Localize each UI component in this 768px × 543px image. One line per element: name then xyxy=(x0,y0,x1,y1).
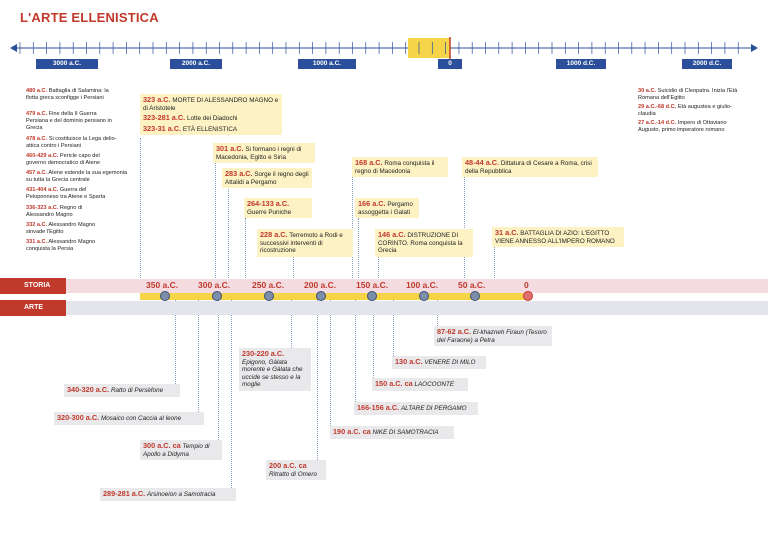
connector xyxy=(291,300,292,350)
event-27bc: 27 a.C.-14 d.C. Impero di Ottaviano Augu… xyxy=(638,120,727,133)
art-box-pergamo: 166-156 a.C. ALTARE DI PERGAMO xyxy=(354,402,478,415)
art-box-persefone: 340-320 a.C. Ratto di Persèfone xyxy=(64,384,180,397)
tick-50: 50 a.C. xyxy=(458,280,486,290)
event-478: 478 a.C. Si costituisce la Lega delio-at… xyxy=(26,136,117,149)
connector xyxy=(317,300,318,462)
history-box-323: 323 a.C. MORTE DI ALESSANDRO MAGNO e di … xyxy=(140,94,282,136)
page-title: L'ARTE ELLENISTICA xyxy=(20,10,159,25)
art-box-laocoonte: 150 a.C. ca LAOCOONTE xyxy=(372,378,468,391)
connector xyxy=(218,300,219,444)
timeline-dot xyxy=(212,291,222,301)
connector xyxy=(228,184,229,288)
connector xyxy=(215,160,216,288)
art-box-arsinoeion: 289-281 a.C. Arsinoeion a Samotracia xyxy=(100,488,236,501)
connector xyxy=(393,300,394,360)
history-box-301: 301 a.C. Si formano i regni di Macedonia… xyxy=(213,143,315,164)
highlight-period xyxy=(408,38,450,58)
connector xyxy=(373,300,374,380)
tick-200: 200 a.C. xyxy=(304,280,337,290)
connector xyxy=(330,300,331,430)
event-332: 332 a.C. Alessandro Magno sinvade l'Egit… xyxy=(26,222,96,235)
ruler-label-3000bc: 3000 a.C. xyxy=(36,59,98,69)
art-box-mosaico: 320-300 a.C. Mosaico con Caccia al leone xyxy=(54,412,204,425)
timeline-dot xyxy=(264,291,274,301)
timeline-dot xyxy=(160,291,170,301)
connector xyxy=(494,246,495,288)
connector xyxy=(231,300,232,490)
event-30bc: 30 a.C. Suicidio di Cleopatra. Inizia l'… xyxy=(638,88,738,101)
tick-250: 250 a.C. xyxy=(252,280,285,290)
history-box-146: 146 a.C. DISTRUZIONE DI CORINTO. Roma co… xyxy=(375,229,473,257)
timeline-dot xyxy=(470,291,480,301)
connector xyxy=(245,218,246,288)
ruler-label-0: 0 xyxy=(438,59,462,69)
tick-100: 100 a.C. xyxy=(406,280,439,290)
ruler-label-1000ad: 1000 d.C. xyxy=(556,59,606,69)
ruler-label-2000bc: 2000 a.C. xyxy=(170,59,222,69)
timeline-dot-zero xyxy=(523,291,533,301)
ruler-label-1000bc: 1000 a.C. xyxy=(298,59,356,69)
event-460: 460-429 a.C. Pericle capo del governo de… xyxy=(26,153,101,166)
event-431: 431-404 a.C. Guerra del Peloponneso tra … xyxy=(26,187,106,200)
row-label-storia: STORIA xyxy=(0,278,66,294)
timeline-dot xyxy=(419,291,429,301)
art-box-venere: 130 a.C. VENERE DI MILO xyxy=(392,356,486,369)
history-box-228: 228 a.C. Terremoto a Rodi e successivi i… xyxy=(257,229,353,257)
art-box-galata: 230-220 a.C.Epigono, Gàlata morente e Gà… xyxy=(239,348,311,391)
row-label-arte: ARTE xyxy=(0,300,66,316)
art-box-petra: 87-62 a.C. El-khazneh Firaun (Tesoro del… xyxy=(434,326,552,347)
tick-300: 300 a.C. xyxy=(198,280,231,290)
history-box-166: 166 a.C. Pergamo assoggetta i Galati xyxy=(355,198,419,219)
connector xyxy=(355,300,356,406)
connector xyxy=(198,300,199,412)
event-331: 331 a.C. Alessandro Magno conquista la P… xyxy=(26,239,96,252)
event-479: 479 a.C. Fine della II Guerra Persiana e… xyxy=(26,111,112,131)
history-box-31: 31 a.C. BATTAGLIA DI AZIO: L'EGITTO VIEN… xyxy=(492,227,624,248)
tick-150: 150 a.C. xyxy=(356,280,389,290)
art-box-didyma: 300 a.C. ca Tempio di Apollo a Didyma xyxy=(140,440,222,461)
timeline-dot xyxy=(316,291,326,301)
connector xyxy=(378,257,379,288)
tick-0: 0 xyxy=(524,280,529,290)
ruler-label-2000ad: 2000 d.C. xyxy=(682,59,732,69)
history-box-168: 168 a.C. Roma conquista il regno di Mace… xyxy=(352,157,448,178)
tick-350: 350 a.C. xyxy=(146,280,179,290)
art-box-nike: 190 a.C. ca NIKE DI SAMOTRACIA xyxy=(330,426,454,439)
connector xyxy=(140,138,141,288)
event-480: 480 a.C. Battaglia di Salamina: la flott… xyxy=(26,88,109,101)
event-457: 457 a.C. Atene estende la sua egemonia s… xyxy=(26,170,128,183)
event-29bc: 29 a.C.-68 d.C. Età augustea e giulio-cl… xyxy=(638,104,732,117)
history-box-48: 48-44 a.C. Dittatura di Cesare a Roma, c… xyxy=(462,157,598,178)
hellenistic-period-bar xyxy=(140,293,525,300)
timeline-dot xyxy=(367,291,377,301)
history-box-264: 264-133 a.C. Guerre Puniche xyxy=(244,198,312,219)
connector xyxy=(358,218,359,288)
connector xyxy=(293,255,294,288)
connector xyxy=(175,300,176,390)
storia-band xyxy=(0,279,768,293)
arte-band xyxy=(0,301,768,315)
connector xyxy=(437,300,438,330)
event-336: 336-323 a.C. Regno di Alessandro Magno xyxy=(26,205,83,218)
timeline-ruler xyxy=(10,37,758,59)
history-box-283: 283 a.C. Sorge il regno degli Attalidi a… xyxy=(222,168,312,189)
